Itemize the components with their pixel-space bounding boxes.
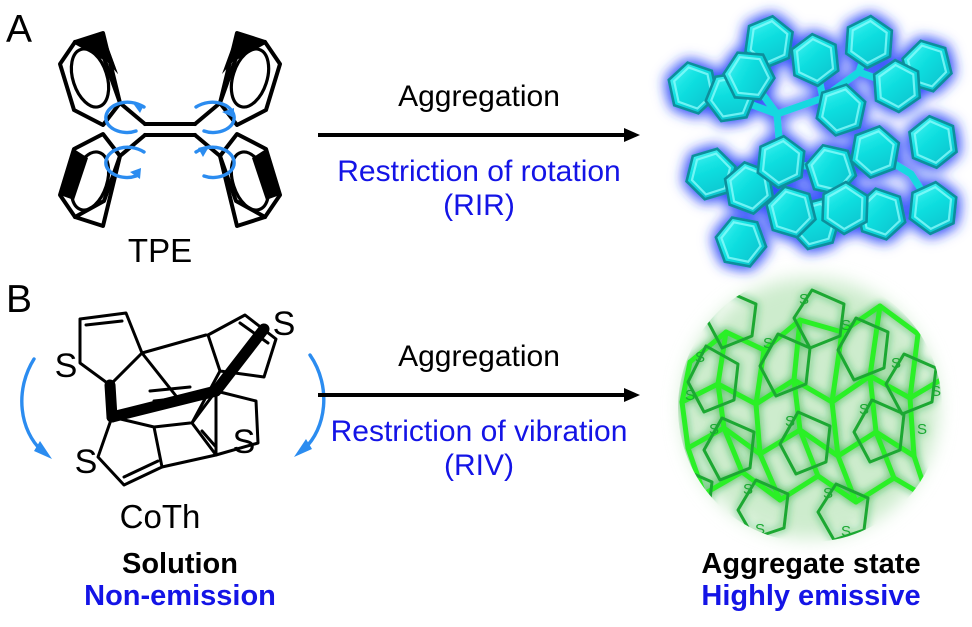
- coth-label: CoTh: [119, 498, 201, 535]
- arrow-a-sub-line1: Restriction of rotation: [337, 155, 621, 188]
- arrow-a-sub-line2: (RIR): [443, 188, 515, 222]
- arrow-b-sub-line1: Restriction of vibration: [330, 415, 628, 448]
- svg-text:S: S: [799, 291, 809, 308]
- rotation-arrow-lower-right: [194, 145, 236, 180]
- caption-aggregate: Aggregate state Highly emissive: [650, 548, 972, 613]
- phenyl-ring-lower-right: [218, 132, 282, 228]
- svg-text:S: S: [785, 413, 795, 430]
- coth-molecule-structure: S S S S: [20, 305, 330, 515]
- phenyl-ring-lower-left: [58, 132, 122, 228]
- svg-text:S: S: [709, 421, 719, 438]
- aggregation-arrow-b: Aggregation Restriction of vibration (RI…: [318, 342, 640, 482]
- svg-text:S: S: [743, 481, 753, 498]
- tpe-aggregate-cyan: [645, 2, 970, 276]
- arrow-b-sub-label: Restriction of vibration (RIV): [318, 415, 640, 483]
- arrow-a-shaft: [318, 133, 626, 137]
- arrow-b-top-label: Aggregation: [398, 340, 560, 373]
- svg-text:S: S: [685, 387, 695, 404]
- sulfur-label-2: S: [273, 305, 296, 343]
- svg-text:S: S: [841, 523, 851, 540]
- arrow-b-sub-line2: (RIV): [444, 448, 514, 482]
- caption-aggregate-state: Aggregate state: [701, 548, 921, 580]
- cyclooctatetraene-core: [104, 323, 270, 469]
- svg-text:S: S: [823, 485, 833, 502]
- aggregate-hexagons-cyan: [664, 11, 960, 276]
- thiophene-ring-lower-left: [96, 415, 164, 487]
- arrow-a-head: [624, 128, 640, 142]
- phenyl-ring-upper-right: [218, 31, 282, 127]
- sulfur-label-4: S: [233, 423, 256, 461]
- svg-text:S: S: [755, 521, 765, 538]
- aggregation-arrow-a: Aggregation Restriction of rotation (RIR…: [318, 82, 640, 222]
- svg-text:S: S: [931, 383, 941, 400]
- thiophene-ring-upper-left: [78, 311, 144, 387]
- svg-text:S: S: [695, 349, 705, 366]
- vibration-arrow-left: [20, 357, 52, 459]
- arrow-b-head: [624, 388, 640, 402]
- rotation-arrow-lower-left: [104, 145, 146, 180]
- rotation-arrow-upper-right: [194, 100, 236, 135]
- sulfur-label-3: S: [75, 443, 98, 481]
- svg-text:S: S: [859, 401, 869, 418]
- svg-text:S: S: [917, 421, 927, 438]
- sulfur-label-1: S: [55, 347, 78, 385]
- phenyl-ring-upper-left: [58, 31, 122, 127]
- caption-solution-state: Solution: [122, 548, 238, 580]
- caption-solution: Solution Non-emission: [40, 548, 320, 613]
- svg-text:S: S: [923, 473, 933, 490]
- vibration-arrow-right: [294, 353, 326, 457]
- panel-label-a: A: [6, 8, 33, 51]
- svg-text:S: S: [669, 469, 679, 486]
- svg-text:S: S: [763, 335, 773, 352]
- rotation-arrow-upper-left: [104, 100, 146, 135]
- panel-label-b: B: [6, 278, 33, 321]
- arrow-b-line: [318, 388, 640, 402]
- arrow-a-top-label: Aggregation: [398, 80, 560, 113]
- tpe-label: TPE: [127, 232, 193, 269]
- arrow-a-line: [318, 128, 640, 142]
- caption-solution-emission: Non-emission: [84, 580, 276, 613]
- svg-text:S: S: [711, 291, 721, 308]
- svg-text:S: S: [841, 317, 851, 334]
- arrow-a-sub-label: Restriction of rotation (RIR): [318, 155, 640, 223]
- coth-aggregate-green: S S S S S S S S S S S S S S S S S: [660, 272, 960, 544]
- svg-text:S: S: [891, 355, 901, 372]
- tpe-molecule-structure: [40, 12, 300, 247]
- central-ethylene-bond: [118, 101, 222, 158]
- arrow-b-shaft: [318, 393, 626, 397]
- caption-aggregate-emission: Highly emissive: [701, 580, 921, 613]
